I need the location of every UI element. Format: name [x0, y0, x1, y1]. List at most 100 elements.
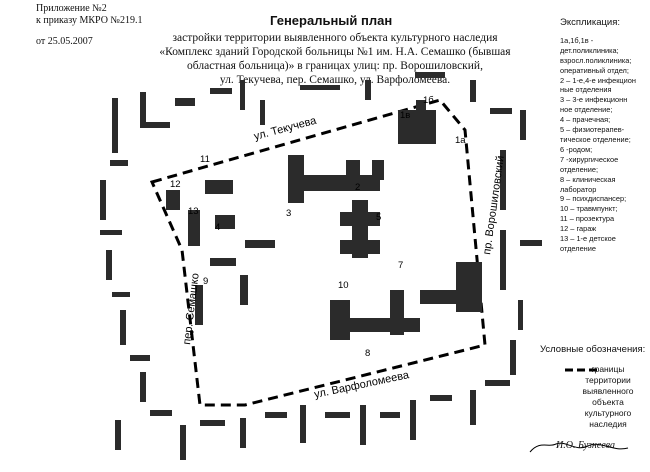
building-shape — [240, 418, 246, 448]
building-shape — [520, 110, 526, 140]
bldg-num-9: 9 — [203, 276, 208, 287]
explication-item: дет.поликлиника; — [560, 45, 619, 55]
date-label: от 25.05.2007 — [36, 36, 93, 47]
building-shape — [510, 340, 516, 375]
building-shape — [140, 122, 170, 128]
building-7 — [456, 262, 482, 312]
explication-item: оперативный отдел; — [560, 65, 629, 75]
subtitle-line: «Комплекс зданий Городской больницы №1 и… — [159, 46, 511, 58]
building-shape — [100, 180, 106, 220]
building-shape — [365, 80, 371, 100]
building-shape — [415, 72, 445, 78]
building-shape — [245, 240, 275, 248]
bldg-num-5: 5 — [376, 212, 381, 223]
building-shape — [360, 405, 366, 445]
bldg-num-1v: 1в — [400, 110, 410, 121]
building-5-wing — [340, 212, 380, 226]
explication-item: отделение; — [560, 164, 599, 174]
building-2-wing — [372, 160, 384, 180]
building-shape — [325, 412, 350, 418]
building-shape — [140, 92, 146, 122]
bldg-num-1b: 1б — [423, 95, 434, 106]
bldg-num-3: 3 — [286, 208, 291, 219]
building-shape — [430, 395, 452, 401]
building-shape — [300, 405, 306, 443]
building-9 — [195, 285, 203, 325]
heritage-boundary — [149, 98, 487, 407]
building-shape — [150, 410, 172, 416]
explication-item: 7 -хирургическое — [560, 154, 619, 164]
building-shape — [110, 160, 128, 166]
building-shape — [210, 258, 236, 266]
order-label: к приказу МКРО №219.1 — [36, 15, 143, 26]
page-title: Генеральный план — [270, 13, 393, 28]
bldg-num-1a: 1а — [455, 135, 466, 146]
building-2-wing — [346, 160, 360, 180]
explication-item: 3 – 3-е инфекционн — [560, 95, 628, 105]
bldg-num-7: 7 — [398, 260, 403, 271]
building-shape — [470, 390, 476, 425]
building-shape — [485, 380, 510, 386]
building-shape — [260, 100, 265, 125]
building-shape — [115, 420, 121, 450]
explication-item: ное отделение; — [560, 105, 613, 115]
bldg-num-8: 8 — [365, 348, 370, 359]
building-shape — [100, 230, 122, 235]
legend-boundary-label: границы территории выявленного объекта к… — [582, 364, 634, 429]
bldg-num-12: 12 — [170, 179, 181, 190]
building-shape — [140, 372, 146, 402]
explication-item: 11 – прозектура — [560, 214, 615, 224]
bldg-num-11: 11 — [200, 154, 210, 165]
building-shape — [175, 98, 195, 106]
building-shape — [180, 425, 186, 460]
signature-stroke — [529, 442, 629, 453]
bldg-num-10: 10 — [338, 280, 349, 291]
building-shape — [200, 420, 225, 426]
bldg-num-4: 4 — [215, 222, 220, 233]
building-shape — [130, 355, 150, 361]
building-4 — [215, 215, 235, 229]
building-shape — [500, 150, 506, 210]
explication-item: ные отделения — [560, 85, 612, 95]
background-buildings — [100, 72, 542, 460]
building-shape — [240, 80, 245, 110]
explication-item: 10 – травмпункт; — [560, 204, 618, 214]
subtitle-line: областная больница)» в границах улиц: пр… — [187, 60, 483, 72]
building-shape — [410, 400, 416, 440]
building-shape — [518, 300, 523, 330]
building-1-wing — [416, 100, 426, 114]
explication-item: 2 – 1-е,4-е инфекцион — [560, 75, 636, 85]
explication-item: 1а,1б,1в - — [560, 35, 594, 45]
building-10 — [390, 290, 404, 335]
explication-item: 5 – физиотерапев- — [560, 125, 625, 135]
building-12 — [166, 190, 180, 210]
building-shape — [210, 88, 232, 94]
building-shape — [265, 412, 287, 418]
building-1 — [398, 110, 436, 144]
building-shape — [300, 85, 340, 90]
building-13 — [188, 210, 200, 246]
bldg-num-2: 2 — [355, 182, 360, 193]
explication-title: Экспликация: — [560, 17, 621, 28]
building-shape — [240, 275, 248, 305]
explication-item: 9 – психдиспансер; — [560, 194, 627, 204]
building-8-wing — [345, 318, 420, 332]
explication-item: 13 – 1-е детское отделение — [560, 234, 616, 253]
explication-item: 6 -родом; — [560, 144, 593, 154]
explication-item: взросл.поликлиника; — [560, 55, 632, 65]
building-11 — [205, 180, 233, 194]
building-shape — [490, 108, 512, 114]
building-shape — [106, 250, 112, 280]
building-shape — [112, 98, 118, 153]
explication-panel: Экспликация: 1а,1б,1в - дет.поликлиника;… — [560, 18, 650, 254]
explication-item: 12 – гараж — [560, 224, 597, 234]
building-7-wing — [420, 290, 460, 304]
building-shape — [500, 230, 506, 290]
explication-item: тическое отделение; — [560, 134, 631, 144]
bldg-num-13: 13 — [188, 206, 199, 217]
building-shape — [520, 240, 542, 246]
building-shape — [380, 412, 400, 418]
page-subtitle: застройки территории выявленного объекта… — [155, 31, 515, 87]
attachment-label: Приложение №2 — [36, 3, 107, 14]
building-shape — [112, 292, 130, 297]
